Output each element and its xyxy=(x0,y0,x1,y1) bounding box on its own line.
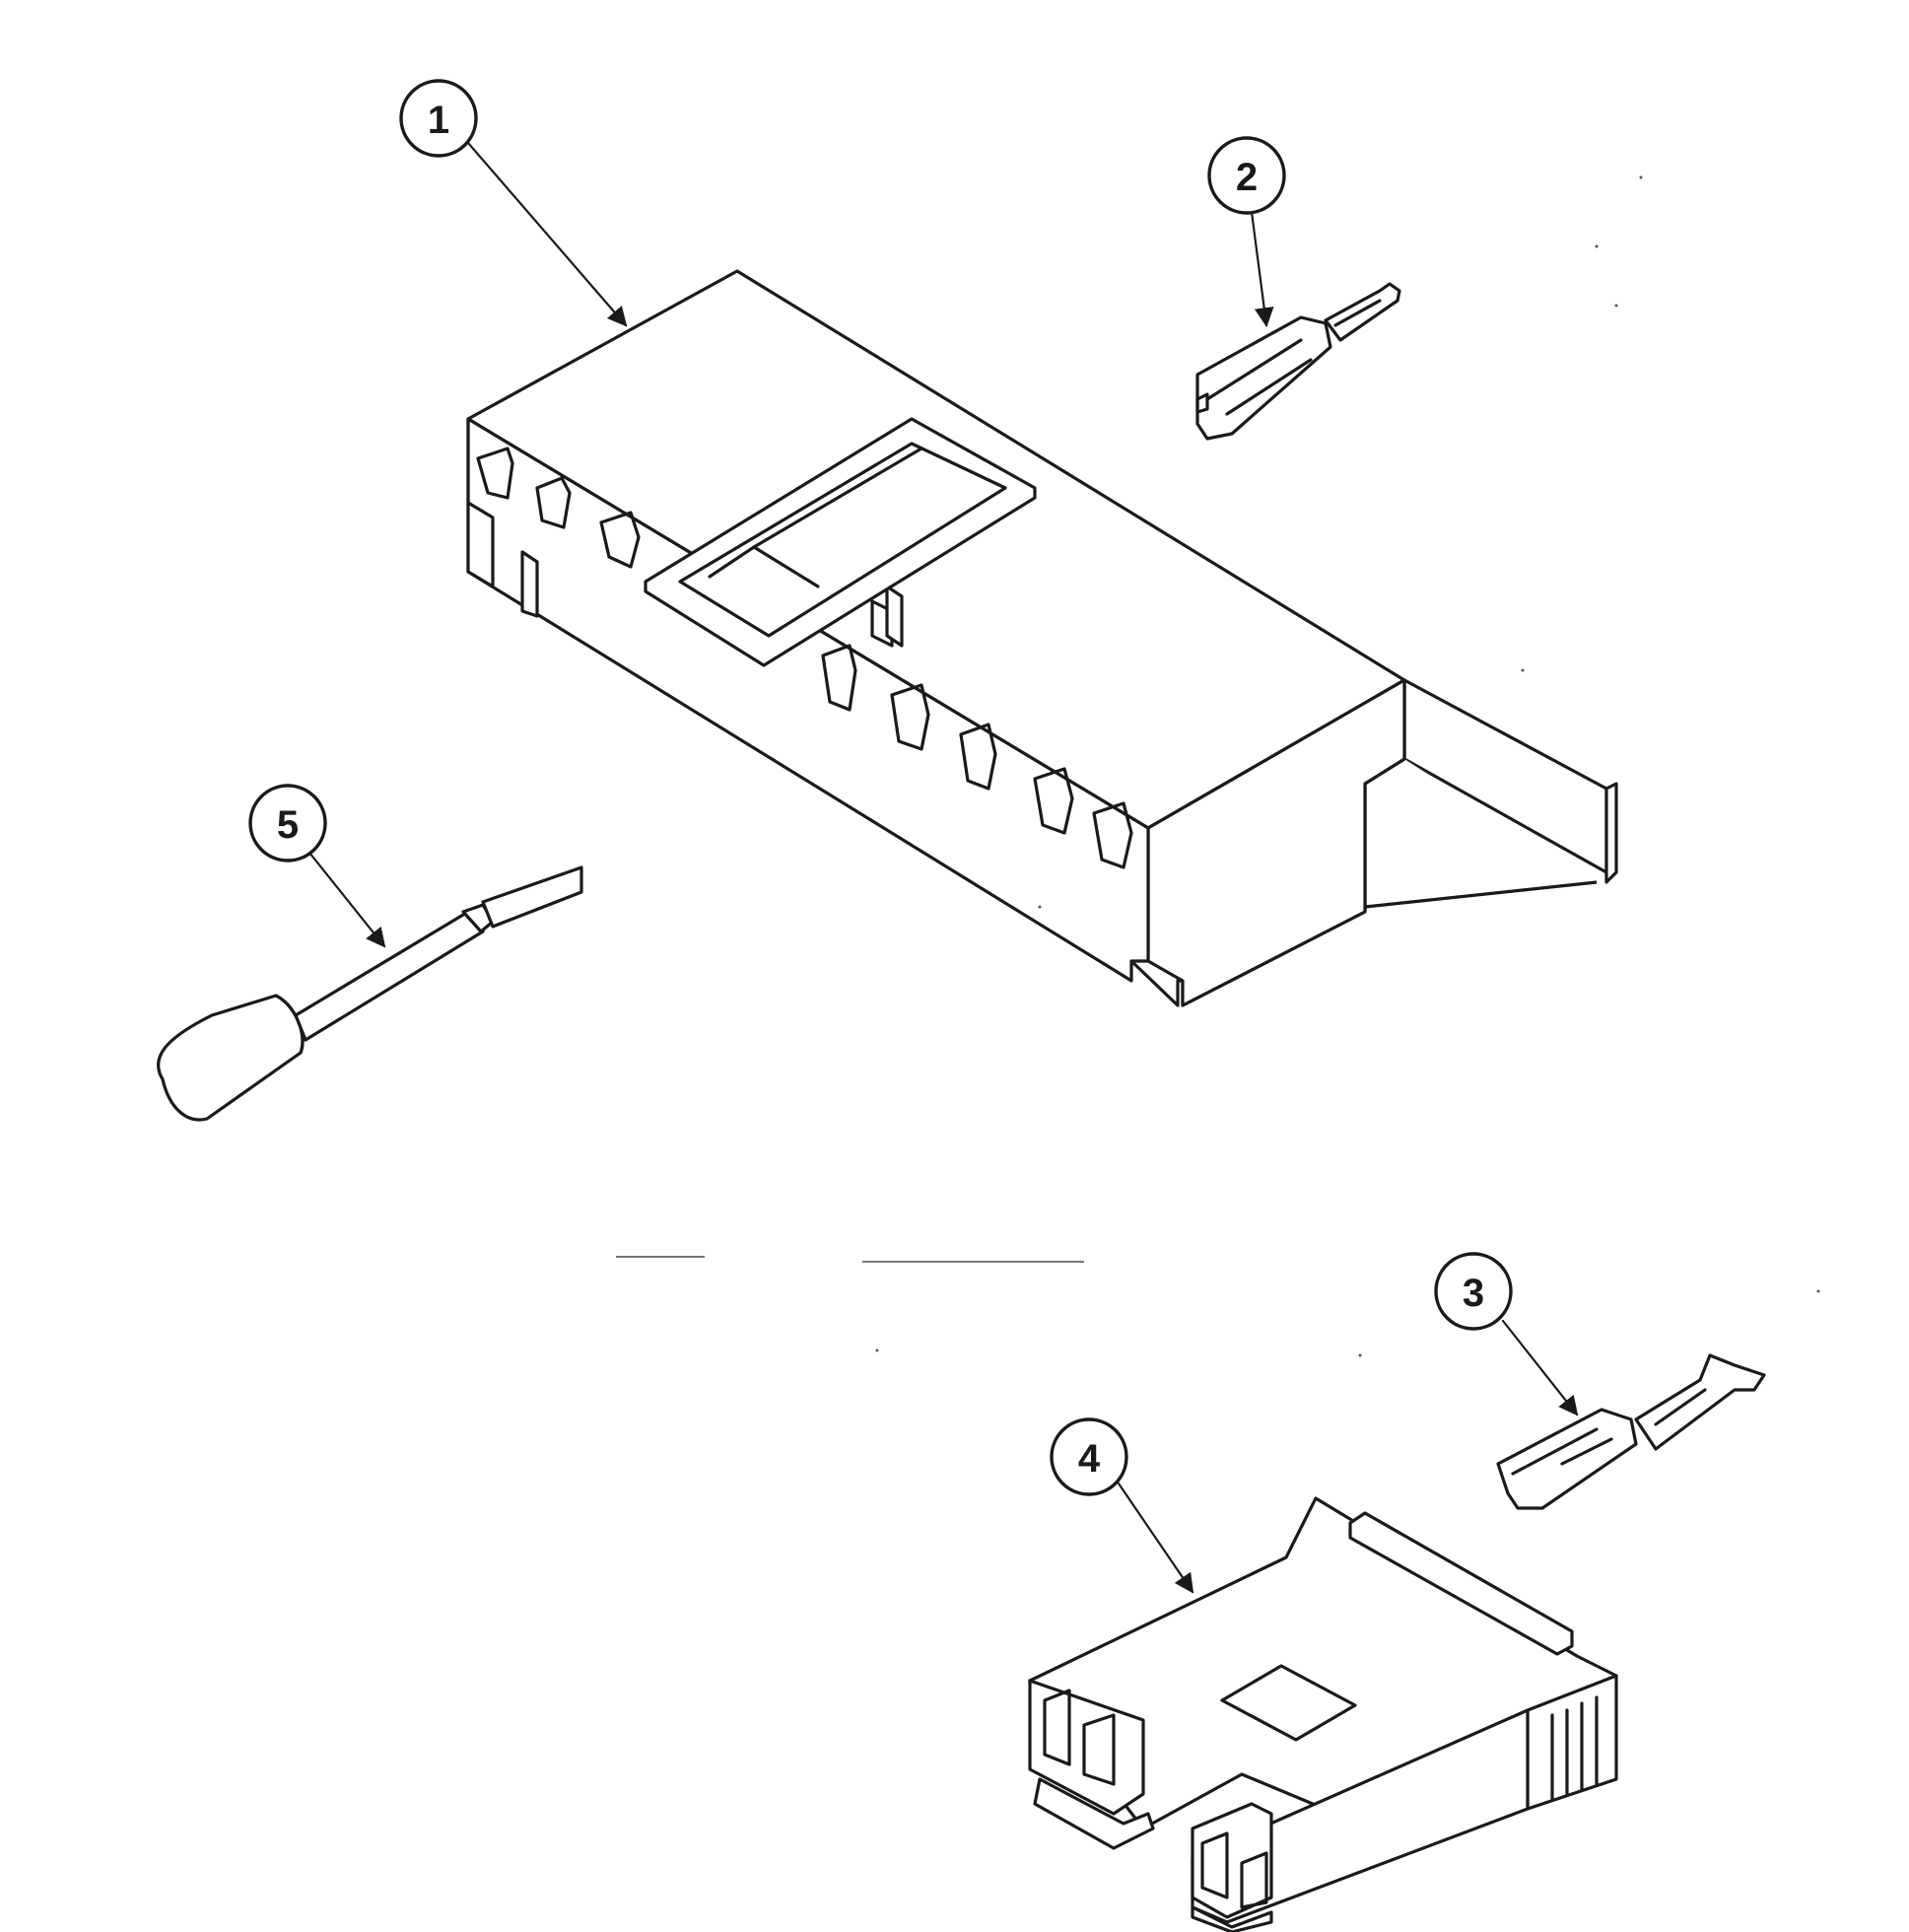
callout-4: 4 xyxy=(1050,1417,1128,1496)
callout-2-label: 2 xyxy=(1236,156,1258,199)
callout-1-label: 1 xyxy=(428,99,449,142)
leader-line-4 xyxy=(1117,1482,1194,1594)
callout-5: 5 xyxy=(248,784,327,862)
callout-1: 1 xyxy=(399,79,478,158)
scan-artifacts xyxy=(616,175,1820,1357)
callout-5-label: 5 xyxy=(277,803,299,847)
part-1-terminal-housing xyxy=(466,269,1618,1007)
callout-3-label: 3 xyxy=(1463,1272,1484,1315)
callout-3: 3 xyxy=(1434,1252,1513,1331)
part-4-connector-housing xyxy=(1028,1496,1618,1932)
callout-2: 2 xyxy=(1207,136,1286,215)
part-5-extraction-tool xyxy=(157,865,583,1122)
leader-line-2 xyxy=(1250,210,1274,327)
part-2-terminal xyxy=(1195,282,1401,441)
callout-4-label: 4 xyxy=(1078,1437,1101,1481)
leader-line-3 xyxy=(1501,1319,1579,1416)
part-3-terminal xyxy=(1496,1353,1766,1510)
leader-line-1 xyxy=(466,141,628,327)
leader-line-5 xyxy=(304,846,386,948)
